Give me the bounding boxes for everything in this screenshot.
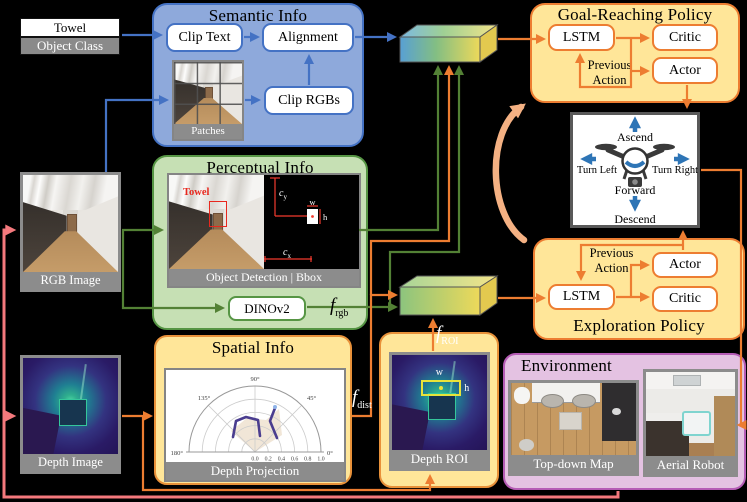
polar-plot: 90° 45° 135° 0° 180° 0.0 0.2 0.4 0.6 0.8… (166, 370, 344, 462)
dinov2-box: DINOv2 (228, 296, 306, 321)
alignment-box: Alignment (262, 23, 354, 52)
perceptual-info-title: Perceptual Info (206, 158, 314, 177)
explore-lstm-box: LSTM (548, 284, 615, 310)
hallway-right-wall (212, 75, 242, 124)
goal-actor-box: Actor (652, 57, 718, 84)
object-class-label: Object Class (21, 38, 119, 54)
explore-to-goal-curve-arrow (492, 103, 528, 244)
towel-detection-label: Towel (183, 187, 210, 198)
hallway-cabinets (174, 79, 206, 124)
turn-left-label: Turn Left (576, 165, 618, 176)
svg-text:0°: 0° (327, 450, 333, 457)
map-toilet (513, 387, 530, 404)
rgb-image (23, 175, 118, 272)
roi-bbox (421, 379, 462, 396)
svg-text:180°: 180° (171, 450, 184, 457)
depth-towel-shape (59, 399, 87, 427)
ascend-label: Ascend (617, 130, 653, 144)
bbox-center-dot (311, 215, 314, 218)
topdown-map-panel: Top-down Map (508, 380, 639, 476)
depth-image-caption: Depth Image (23, 454, 118, 471)
action-text: Action (594, 261, 629, 275)
object-detection-panel: Towel cy cx w h Object Detection | Bbox (167, 173, 361, 288)
topdown-map-image (511, 383, 636, 455)
depth-projection-caption: Depth Projection (166, 462, 344, 480)
object-detection-caption: Object Detection | Bbox (169, 269, 359, 286)
f-dist-subscript: dist (357, 399, 372, 411)
polar-data-tip (273, 405, 277, 409)
f-dist-label: fdist (352, 388, 372, 415)
w-label: w (309, 197, 316, 207)
turn-right-label: Turn Right (651, 165, 698, 176)
goal-policy-title: Goal-Reaching Policy (557, 5, 713, 24)
goal-lstm-box: LSTM (548, 24, 615, 51)
cy-label: cy (279, 188, 287, 201)
svg-text:90°: 90° (250, 376, 260, 383)
depth-roi-image: w h (392, 355, 487, 450)
depth-towel-shape (428, 393, 456, 420)
explore-policy-title: Exploration Policy (573, 316, 705, 335)
hallway-back-wall (202, 84, 214, 102)
depth-image (23, 358, 118, 454)
bathroom-counter (646, 413, 689, 421)
previous-text: Previous (587, 58, 632, 72)
depth-roi-caption: Depth ROI (392, 450, 487, 468)
depth-image-panel: Depth Image (20, 355, 121, 474)
cx-label: cx (283, 247, 291, 260)
explore-actor-box: Actor (652, 252, 718, 278)
map-sink (541, 393, 565, 409)
previous-text: Previous (589, 246, 634, 260)
goal-critic-box: Critic (652, 24, 718, 51)
towel-bbox (209, 201, 227, 227)
depth-projection-panel: 90° 45° 135° 0° 180° 0.0 0.2 0.4 0.6 0.8… (164, 368, 346, 482)
f-roi-label: fROI (436, 324, 459, 351)
map-sink (572, 393, 596, 409)
roi-center-dot (439, 385, 444, 390)
patches-panel: Patches (172, 60, 244, 141)
semantic-info-title: Semantic Info (208, 6, 308, 25)
roi-w-label: w (435, 367, 443, 379)
hallway-ceiling (174, 62, 242, 85)
aerial-robot-shape (681, 410, 711, 437)
aerial-robot-panel: Aerial Robot (643, 369, 738, 477)
depth-ray (79, 363, 87, 405)
object-detection-image: Towel cy cx w h (169, 175, 359, 269)
goal-previous-action-label: Previous Action (582, 58, 637, 88)
forward-label: Forward (614, 183, 656, 197)
descend-label: Descend (614, 212, 656, 226)
action-text: Action (592, 73, 627, 87)
map-bin (518, 439, 534, 451)
hallway-floor (174, 97, 242, 124)
bathroom-wood-wall (713, 395, 735, 456)
hallway-door (205, 86, 214, 104)
bbox-annotation: cy cx w h (264, 177, 328, 262)
object-class-value: Towel (21, 19, 119, 38)
map-mat (558, 411, 582, 430)
explore-previous-action-label: Previous Action (584, 246, 639, 276)
roi-h-label: h (464, 382, 470, 394)
patches-caption: Patches (174, 124, 242, 139)
bathroom-skylight (672, 375, 702, 386)
rgb-image-panel: RGB Image (20, 172, 121, 292)
h-label: h (323, 212, 328, 222)
explore-critic-box: Critic (652, 286, 718, 312)
topdown-map-caption: Top-down Map (511, 455, 636, 473)
rgb-image-caption: RGB Image (23, 272, 118, 289)
svg-text:45°: 45° (307, 395, 317, 402)
goal-policy-section (530, 3, 740, 103)
clip-rgbs-box: Clip RGBs (264, 86, 354, 115)
f-rgb-label: frgb (330, 296, 348, 323)
aerial-robot-image (646, 372, 735, 456)
object-class-box: Towel Object Class (20, 18, 120, 55)
patches-image (174, 62, 242, 124)
spatial-info-title: Spatial Info (211, 338, 295, 357)
f-rgb-subscript: rgb (335, 307, 349, 319)
depth-roi-panel: w h Depth ROI (389, 352, 490, 471)
aerial-robot-caption: Aerial Robot (646, 456, 735, 474)
clip-text-box: Clip Text (166, 23, 243, 52)
goal-feature-block (398, 24, 499, 63)
svg-text:135°: 135° (198, 395, 211, 402)
explore-feature-block (398, 275, 499, 316)
f-roi-subscript: ROI (441, 335, 459, 347)
